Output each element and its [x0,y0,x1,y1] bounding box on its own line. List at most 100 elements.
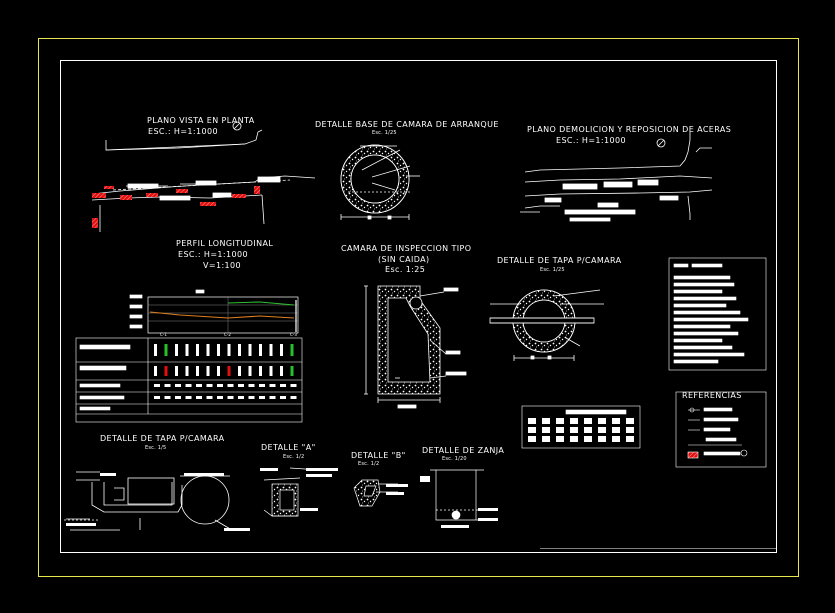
profile-bar [206,384,213,387]
profile-bar [217,384,223,387]
profile-bar [227,366,231,376]
profile-station-3: C-3 [290,332,298,337]
camara-inspeccion-title: CAMARA DE INSPECCION TIPO [341,244,472,253]
profile-bar [154,396,160,399]
profile-bar [185,396,192,399]
quantity-cell [570,436,578,442]
profile-bar [227,384,234,387]
profile-bar [238,344,241,356]
profile-station-1: C-1 [160,332,168,337]
referencias-title: REFERENCIAS [682,391,742,400]
detalle-b-drawing [353,479,408,507]
profile-title: PERFIL LONGITUDINAL [176,239,274,248]
profile-bar [248,366,252,376]
quantity-table-cells [528,418,634,442]
profile-bar [248,344,252,356]
detalle-b-scale: Esc. 1/2 [358,461,380,467]
plan-view-scale: ESC.: H=1:1000 [148,127,218,136]
profile-bar [217,396,223,399]
profile-bar [269,366,273,376]
profile-scale-h: ESC.: H=1:1000 [178,250,248,259]
base-camara-scale: Esc. 1/25 [372,130,397,136]
profile-bar [196,396,202,399]
profile-bar [259,344,262,356]
profile-bar [269,384,276,387]
profile-bar [238,366,241,376]
profile-bar [269,344,273,356]
camara-inspeccion-scale: Esc. 1:25 [385,265,426,274]
detalle-a-title: DETALLE "A" [261,443,316,452]
base-camara-detail [340,144,420,220]
profile-bar [217,366,220,376]
inner-frame [60,60,777,553]
profile-bar [206,366,210,376]
profile-bar [227,396,234,399]
profile-bar [164,366,168,376]
detalle-a-drawing [260,467,338,517]
quantity-cell [584,436,592,442]
quantity-cell [542,427,550,433]
notes-box [668,257,767,371]
quantity-cell [556,436,564,442]
profile-bar [259,366,262,376]
referencias-box [675,391,767,468]
profile-bar [185,344,189,356]
profile-bar [227,344,231,356]
tapa-left-title: DETALLE DE TAPA P/CAMARA [100,434,225,443]
profile-bar [280,344,283,356]
tapa-camara-detail-right [489,289,604,361]
profile-bar [238,384,244,387]
detalle-zanja-scale: Esc. 1/20 [442,456,467,462]
quantity-cell [570,427,578,433]
profile-bar [196,366,199,376]
tapa-right-title: DETALLE DE TAPA P/CAMARA [497,256,622,265]
quantity-cell [598,418,606,424]
quantity-cell [626,436,634,442]
tapa-right-scale: Esc. 1/25 [540,267,565,273]
profile-bar [280,384,286,387]
detalle-b-title: DETALLE "B" [351,451,406,460]
profile-bar [154,384,160,387]
quantity-cell [612,418,620,424]
quantity-cell [584,418,592,424]
profile-bar [269,396,276,399]
camara-inspeccion-subtitle: (SIN CAIDA) [378,255,430,264]
detalle-zanja-title: DETALLE DE ZANJA [422,446,505,455]
quantity-cell [556,418,564,424]
profile-bar [290,396,297,399]
profile-bar [238,396,244,399]
quantity-cell [626,418,634,424]
tapa-left-scale: Esc. 1/5 [145,445,167,451]
detalle-a-scale: Esc. 1/2 [283,454,305,460]
plan-view-drawing [91,121,316,232]
profile-bar [206,396,213,399]
profile-bar [175,384,181,387]
profile-bar [196,344,199,356]
quantity-cell [542,436,550,442]
profile-bar [196,384,202,387]
profile-table-bars [154,344,297,399]
quantity-table [521,405,641,449]
profile-bar [248,384,255,387]
profile-scale-v: V=1:100 [203,261,242,270]
demolition-plan-scale: ESC.: H=1:1000 [556,136,626,145]
quantity-cell [612,427,620,433]
profile-bar [185,384,192,387]
profile-bar [259,384,265,387]
profile-bar [154,344,157,356]
profile-bar [290,366,294,376]
profile-bar [280,366,283,376]
profile-bar [206,344,210,356]
quantity-cell [528,418,536,424]
profile-bar [175,396,181,399]
detalle-zanja-drawing [420,469,498,528]
plan-view-red-areas [92,186,260,228]
profile-bar [290,384,297,387]
quantity-cell [626,427,634,433]
tapa-camara-detail-left [64,471,250,531]
profile-bar [217,344,220,356]
profile-drawing [129,289,299,334]
profile-bar [164,384,171,387]
base-camara-title: DETALLE BASE DE CAMARA DE ARRANQUE [315,120,499,129]
